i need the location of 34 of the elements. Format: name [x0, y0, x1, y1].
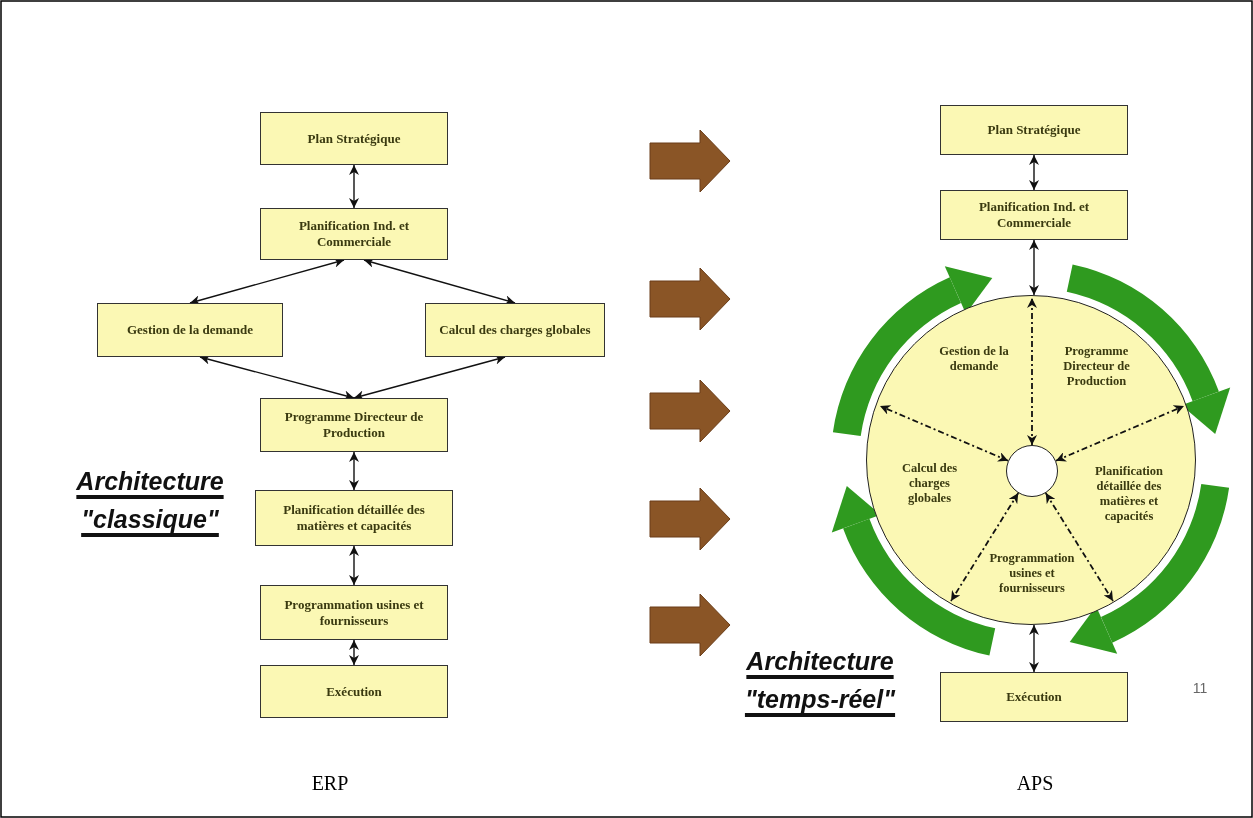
dashed-arrow [1055, 405, 1185, 462]
sector-label: Programme Directeur de Production [1039, 344, 1154, 392]
process-box: Plan Stratégique [260, 112, 448, 165]
dashed-arrow [950, 492, 1020, 602]
process-box: Planification détaillée des matières et capacités [255, 490, 453, 546]
process-box: Plan Stratégique [940, 105, 1128, 155]
process-box: Programme Directeur de Production [260, 398, 448, 452]
arrow [349, 451, 359, 491]
process-box: Calcul des charges globales [425, 303, 605, 357]
process-box: Gestion de la demande [97, 303, 283, 357]
architecture-heading: Architecture "classique" [75, 466, 225, 535]
arrow [1029, 154, 1039, 191]
panel-caption: APS [1015, 772, 1055, 795]
process-box: Exécution [940, 672, 1128, 722]
hub-circle [1006, 445, 1058, 497]
architecture-heading: Architecture "temps-réel" [743, 646, 897, 715]
arrow [349, 545, 359, 586]
sector-label: Calcul des charges globales [887, 461, 972, 509]
arrow [1029, 239, 1039, 296]
sector-label: Programmation usines et fournisseurs [987, 551, 1077, 597]
process-box: Planification Ind. et Commerciale [940, 190, 1128, 240]
sector-label: Planification détaillée des matières et capacités [1079, 464, 1179, 526]
process-box: Programmation usines et fournisseurs [260, 585, 448, 640]
sector-label: Gestion de la demande [929, 344, 1019, 392]
process-box: Exécution [260, 665, 448, 718]
arrow [1029, 624, 1039, 673]
dashed-arrow [1044, 492, 1114, 602]
arrow [349, 164, 359, 209]
panel-caption: ERP [310, 772, 350, 795]
arrow [349, 639, 359, 666]
dashed-arrow [1027, 297, 1037, 446]
dashed-arrow [879, 405, 1009, 462]
process-box: Planification Ind. et Commerciale [260, 208, 448, 260]
page-number: 11 [1191, 680, 1209, 696]
